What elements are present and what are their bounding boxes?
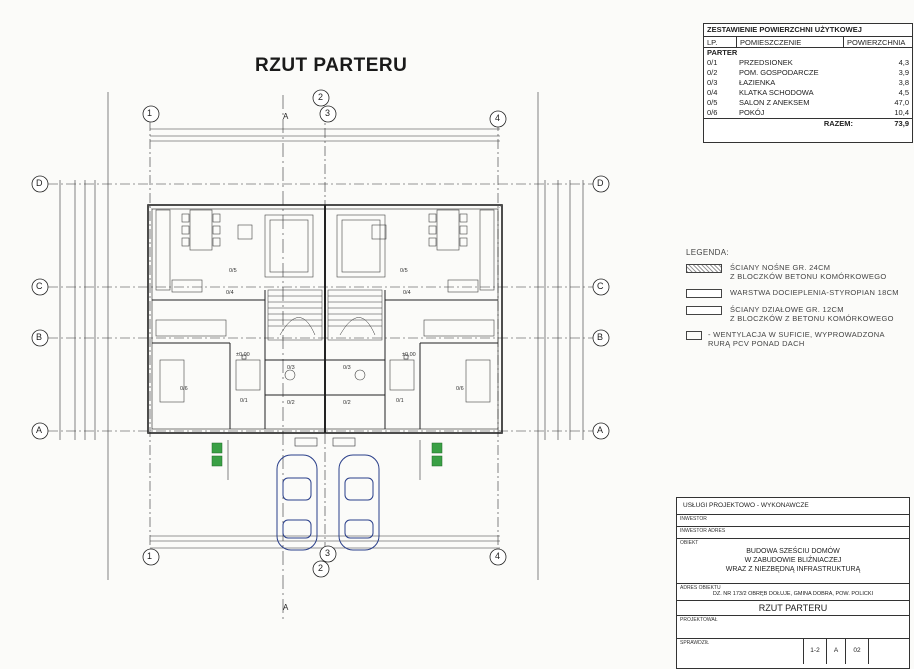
project-line-1: BUDOWA SZEŚCIU DOMÓW	[746, 548, 840, 555]
grid-bubble-d-right	[592, 175, 610, 198]
area-table-heading: ZESTAWIENIE POWIERZCHNI UŻYTKOWEJ	[704, 24, 912, 37]
designer-row: PROJEKTOWAŁ	[677, 616, 909, 639]
room-label: 0/1	[396, 398, 404, 404]
sheet-title: RZUT PARTERU	[677, 601, 909, 616]
legend-title: LEGENDA:	[686, 248, 729, 257]
grid-label-a-left: A	[36, 425, 43, 435]
grid-bubble-3-bottom	[319, 545, 337, 568]
grid-label-a-right: A	[597, 425, 604, 435]
ventilation-icon	[686, 331, 702, 340]
drawing-number: 02	[845, 639, 868, 664]
col-room: POMIESZCZENIE	[737, 37, 844, 47]
grid-label-c-right: C	[597, 281, 604, 291]
grid-bubble-2-top	[312, 89, 330, 112]
grid-bubble-a-right	[592, 422, 610, 445]
company-name: USŁUGI PROJEKTOWO - WYKONAWCZE	[677, 498, 909, 515]
room-label: 0/5	[229, 268, 237, 274]
address-row: ADRES OBIEKTU DZ. NR 173/2 OBRĘB DOŁUJE,…	[677, 584, 909, 601]
project-row: OBIEKT BUDOWA SZEŚCIU DOMÓW W ZABUDOWIE …	[677, 539, 909, 584]
partition-swatch-icon	[686, 306, 722, 315]
title-block: USŁUGI PROJEKTOWO - WYKONAWCZE INWESTOR …	[676, 497, 910, 669]
grid-label-d-right: D	[597, 178, 604, 188]
drawing-title: RZUT PARTERU	[255, 55, 408, 76]
investor-address-row: INWESTOR ADRES	[677, 527, 909, 539]
col-lp: LP.	[704, 37, 737, 47]
room-label: 0/2	[343, 400, 351, 406]
grid-label-b-right: B	[597, 332, 604, 342]
grid-bubble-4-bottom	[489, 548, 507, 571]
sheet-format: A	[826, 639, 845, 664]
area-table: ZESTAWIENIE POWIERZCHNI UŻYTKOWEJ LP. PO…	[703, 23, 913, 143]
checker-row: SPRAWDZIŁ 1-2 A 02	[677, 639, 909, 664]
grid-bubble-c-left	[31, 278, 49, 301]
room-label: 0/3	[343, 365, 351, 371]
location-text: DZ. NR 173/2 OBRĘB DOŁUJE, GMINA DOBRA, …	[712, 591, 874, 597]
room-label: 0/4	[226, 290, 234, 296]
grid-label-4-top: 4	[495, 113, 501, 123]
room-label: 0/1	[240, 398, 248, 404]
grid-label-3-bottom: 3	[325, 548, 331, 558]
grid-bubble-b-left	[31, 329, 49, 352]
project-line-3: WRAZ Z NIEZBĘDNĄ INFRASTRUKTURĄ	[725, 566, 861, 573]
grid-bubble-c-right	[592, 278, 610, 301]
section-label: PARTER	[707, 48, 738, 57]
grid-label-3-top: 3	[325, 108, 331, 118]
grid-bubble-a-left	[31, 422, 49, 445]
room-label: 0/5	[400, 268, 408, 274]
room-label: 0/4	[403, 290, 411, 296]
section-mark-top: A	[283, 112, 289, 121]
table-total-row: RAZEM:73,9	[704, 118, 912, 129]
room-label: 0/3	[287, 365, 295, 371]
grid-label-d-left: D	[36, 178, 43, 188]
room-label: 0/2	[287, 400, 295, 406]
grid-label-b-left: B	[36, 332, 43, 342]
grid-bubble-d-left	[31, 175, 49, 198]
grid-label-2-bottom: 2	[318, 563, 324, 573]
insulation-swatch-icon	[686, 289, 722, 298]
section-mark-bottom: A	[283, 603, 289, 612]
grid-bubble-2-bottom	[312, 560, 330, 583]
grid-bubble-4-top	[489, 110, 507, 133]
grid-bubble-1-top	[142, 105, 160, 128]
legend-item: WARSTWA DOCIEPLENIA-STYROPIAN 18CM	[686, 288, 906, 298]
ground-level: ±0,00	[402, 352, 416, 358]
hatch-swatch-icon	[686, 264, 722, 273]
grid-label-1-bottom: 1	[147, 551, 153, 561]
grid-label-1-top: 1	[147, 108, 153, 118]
grid-bubble-b-right	[592, 329, 610, 352]
grid-bubble-1-bottom	[142, 548, 160, 571]
investor-row: INWESTOR	[677, 515, 909, 527]
grid-label-4-bottom: 4	[495, 551, 501, 561]
area-table-columns: LP. POMIESZCZENIE POWIERZCHNIA	[704, 37, 912, 48]
ground-level: ±0,00	[236, 352, 250, 358]
grid-label-c-left: C	[36, 281, 43, 291]
project-line-2: W ZABUDOWIE BLIŹNIACZEJ	[744, 557, 842, 564]
grid-bubble-3-top	[319, 105, 337, 128]
sheet-number: 1-2	[803, 639, 826, 664]
col-area: POWIERZCHNIA	[847, 38, 906, 47]
room-label: 0/6	[180, 386, 188, 392]
grid-label-2-top: 2	[318, 92, 324, 102]
room-label: 0/6	[456, 386, 464, 392]
